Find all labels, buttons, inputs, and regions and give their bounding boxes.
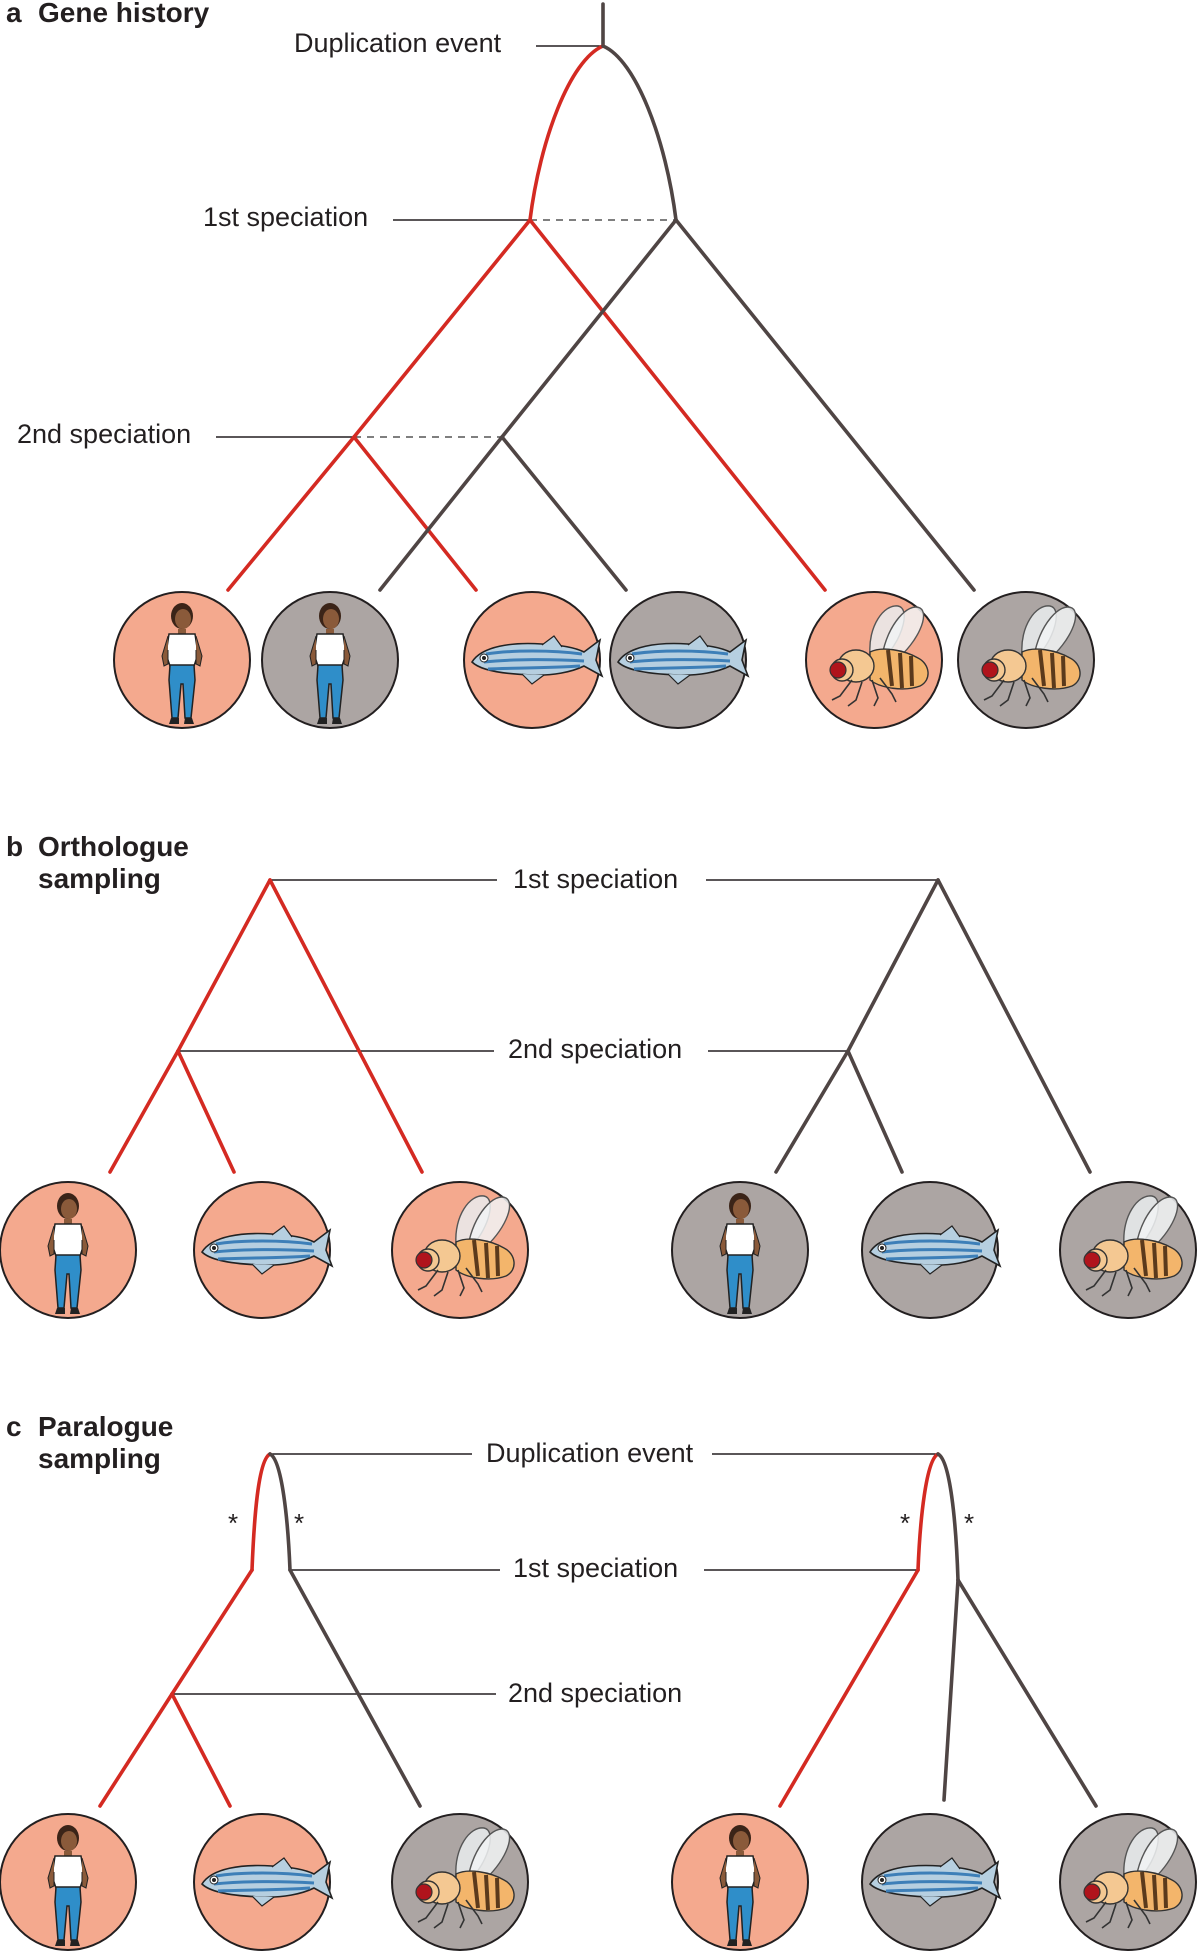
red-branch-human xyxy=(98,1692,174,1808)
paralog-red-stem xyxy=(528,44,605,222)
panel-b-letter: b xyxy=(6,831,23,862)
asterisk-dark: * xyxy=(294,1508,304,1538)
species-circle-fish-dark xyxy=(609,591,750,729)
dark-branch-fly xyxy=(936,878,1092,1174)
species-circle-fly-dark xyxy=(1059,1181,1197,1319)
dark-branch-fly xyxy=(956,1578,1098,1808)
red-branch-human xyxy=(226,435,356,592)
red-branch-fish xyxy=(176,1049,236,1174)
paralog-red-stem xyxy=(916,1452,940,1572)
dark-branch-vertebrate xyxy=(500,218,678,439)
label-second-speciation: 2nd speciation xyxy=(508,1034,682,1064)
asterisk-red: * xyxy=(228,1508,238,1538)
paralog-dark-stem xyxy=(601,44,678,222)
label-duplication-event: Duplication event xyxy=(486,1438,694,1468)
dark-branch-human xyxy=(378,435,504,592)
label-first-speciation: 1st speciation xyxy=(513,1553,678,1583)
red-branch-fish xyxy=(170,1692,232,1808)
dark-branch-human xyxy=(774,1049,850,1174)
panel-b-title-line1: Orthologue xyxy=(38,831,189,862)
species-circle-fish-red xyxy=(463,591,604,729)
dark-branch-fly xyxy=(674,218,976,592)
red-branch-fish xyxy=(352,435,478,592)
asterisk-red: * xyxy=(900,1508,910,1538)
species-circle-human-red xyxy=(0,1813,137,1951)
species-circle-fish-dark xyxy=(861,1813,1002,1951)
species-circle-fish-dark xyxy=(861,1181,1002,1319)
panel-b-title-line2: sampling xyxy=(38,863,161,894)
species-circle-human-red xyxy=(113,591,251,729)
species-circle-fly-dark xyxy=(391,1813,529,1951)
species-circle-human-dark xyxy=(671,1181,809,1319)
species-circle-human-red xyxy=(671,1813,809,1951)
red-branch-human xyxy=(108,1049,180,1174)
panel-c-title-line1: Paralogue xyxy=(38,1411,173,1442)
red-branch-vertebrate xyxy=(352,218,532,439)
species-circle-human-dark xyxy=(261,591,399,729)
panel-a: a Gene history Duplication event 1st spe… xyxy=(6,0,1095,729)
species-circle-fly-red xyxy=(805,591,943,729)
dark-branch-fly xyxy=(288,1568,422,1808)
dark-branch-vertebrate xyxy=(846,878,940,1053)
species-circle-fly-dark xyxy=(957,591,1095,729)
species-circle-fish-red xyxy=(193,1181,334,1319)
dark-branch-fish xyxy=(846,1049,904,1174)
panel-c-letter: c xyxy=(6,1411,22,1442)
paralog-dark-stem xyxy=(936,1452,960,1582)
red-branch-vertebrate xyxy=(176,878,272,1053)
paralog-red-stem xyxy=(250,1452,272,1572)
red-branch-fly xyxy=(268,878,424,1174)
panel-b: b Orthologue sampling 1st speciation 2nd… xyxy=(0,831,1197,1319)
dark-branch-fish xyxy=(500,435,628,592)
label-second-speciation: 2nd speciation xyxy=(508,1678,682,1708)
asterisk-dark: * xyxy=(964,1508,974,1538)
species-circle-fly-dark xyxy=(1059,1813,1197,1951)
red-branch-fly xyxy=(528,218,827,592)
species-circle-fish-red xyxy=(193,1813,334,1951)
paralog-dark-stem xyxy=(268,1452,292,1572)
panel-c: c Paralogue sampling Duplication event 1… xyxy=(0,1411,1197,1951)
red-branch-vertebrate xyxy=(170,1568,254,1696)
label-second-speciation: 2nd speciation xyxy=(17,419,191,449)
label-duplication-event: Duplication event xyxy=(294,28,502,58)
label-first-speciation: 1st speciation xyxy=(203,202,368,232)
species-circle-fly-red xyxy=(391,1181,529,1319)
label-first-speciation: 1st speciation xyxy=(513,864,678,894)
panel-c-title-line2: sampling xyxy=(38,1443,161,1474)
species-circle-human-red xyxy=(0,1181,137,1319)
panel-a-letter: a xyxy=(6,0,22,28)
panel-a-title: Gene history xyxy=(38,0,210,28)
red-branch-human xyxy=(778,1568,920,1808)
dark-branch-fish xyxy=(942,1578,960,1802)
